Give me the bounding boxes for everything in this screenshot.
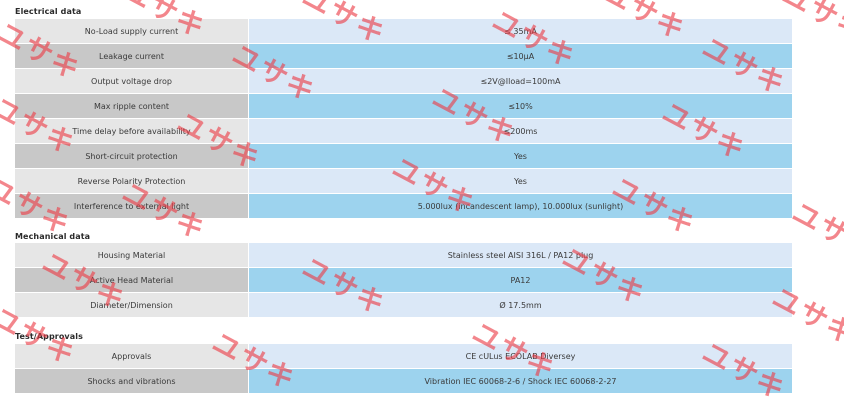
electrical-data-table: No-Load supply current ≤ 35mA Leakage cu… — [15, 19, 792, 219]
table-row: Active Head Material PA12 — [15, 267, 792, 293]
row-label: Housing Material — [15, 243, 249, 268]
row-value: ≤10% — [248, 93, 792, 119]
table-row: Short-circuit protection Yes — [15, 143, 792, 169]
mechanical-data-table: Housing Material Stainless steel AISI 31… — [15, 243, 792, 318]
table-row: No-Load supply current ≤ 35mA — [15, 19, 792, 44]
table-row: Shocks and vibrations Vibration IEC 6006… — [15, 368, 792, 394]
section-title-mechanical: Mechanical data — [15, 232, 91, 241]
row-value: Ø 17.5mm — [248, 292, 792, 318]
row-label: Approvals — [15, 344, 249, 369]
row-value: ≤ 35mA — [248, 19, 792, 44]
table-row: Output voltage drop ≤2V@Iload=100mA — [15, 68, 792, 94]
row-label: Max ripple content — [15, 93, 249, 119]
table-row: Max ripple content ≤10% — [15, 93, 792, 119]
row-label: Short-circuit protection — [15, 143, 249, 169]
row-value: CE cULus ECOLAB Diversey — [248, 344, 792, 369]
table-row: Reverse Polarity Protection Yes — [15, 168, 792, 194]
row-value: ≤200ms — [248, 118, 792, 144]
row-label: Shocks and vibrations — [15, 368, 249, 394]
section-title-approvals: Test/Approvals — [15, 332, 83, 341]
row-value: Stainless steel AISI 316L / PA12 plug — [248, 243, 792, 268]
table-row: Approvals CE cULus ECOLAB Diversey — [15, 344, 792, 369]
row-label: Leakage current — [15, 43, 249, 69]
row-value: ≤10μA — [248, 43, 792, 69]
row-value: Vibration IEC 60068-2-6 / Shock IEC 6006… — [248, 368, 792, 394]
row-label: Active Head Material — [15, 267, 249, 293]
approvals-table: Approvals CE cULus ECOLAB Diversey Shock… — [15, 344, 792, 394]
row-value: PA12 — [248, 267, 792, 293]
row-label: Reverse Polarity Protection — [15, 168, 249, 194]
row-label: Diameter/Dimension — [15, 292, 249, 318]
watermark: ユサキ — [786, 195, 844, 268]
table-row: Time delay before availability ≤200ms — [15, 118, 792, 144]
row-value: 5.000lux (incandescent lamp), 10.000lux … — [248, 193, 792, 219]
row-label: Output voltage drop — [15, 68, 249, 94]
row-value: Yes — [248, 143, 792, 169]
row-label: No-Load supply current — [15, 19, 249, 44]
row-label: Time delay before availability — [15, 118, 249, 144]
section-title-electrical: Electrical data — [15, 7, 82, 16]
table-row: Diameter/Dimension Ø 17.5mm — [15, 292, 792, 318]
row-value: Yes — [248, 168, 792, 194]
table-row: Housing Material Stainless steel AISI 31… — [15, 243, 792, 268]
row-value: ≤2V@Iload=100mA — [248, 68, 792, 94]
row-label: Interference to external light — [15, 193, 249, 219]
table-row: Interference to external light 5.000lux … — [15, 193, 792, 219]
table-row: Leakage current ≤10μA — [15, 43, 792, 69]
